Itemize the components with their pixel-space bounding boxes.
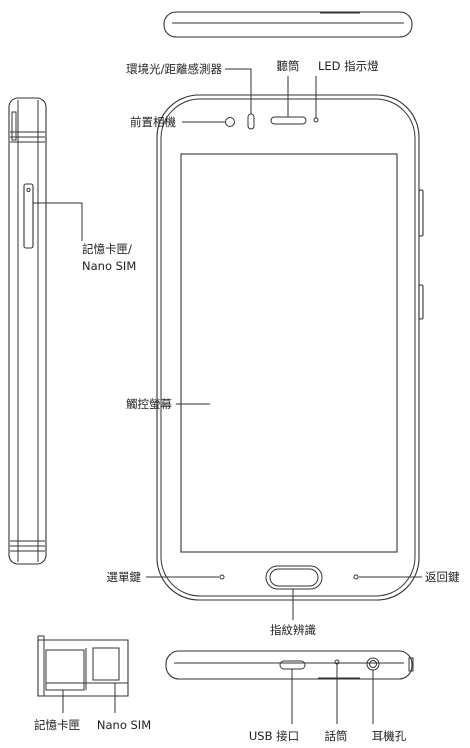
menu-key-dot [219, 574, 225, 580]
card-tray-detail [37, 635, 129, 697]
label-menu-key: 選單鍵 [107, 570, 142, 584]
label-tray-memory-card: 記憶卡匣 [34, 718, 80, 732]
label-tray-nano-sim: Nano SIM [97, 718, 151, 732]
front-camera-lens [225, 117, 235, 127]
label-earpiece: 聽筒 [277, 59, 300, 73]
label-card-tray-line2: Nano SIM [82, 259, 136, 273]
phone-bottom-edge-view [165, 650, 414, 680]
label-touch-screen: 觸控螢幕 [126, 397, 172, 411]
fingerprint-sensor [265, 565, 323, 590]
touch-screen [180, 153, 398, 553]
label-microphone: 話筒 [325, 729, 348, 743]
leader-lines [33, 68, 422, 724]
phone-top-edge-view [163, 11, 413, 38]
label-usb-port: USB 接口 [249, 729, 299, 743]
phone-front-view [156, 94, 424, 601]
label-back-key: 返回鍵 [425, 570, 460, 584]
label-led-indicator: LED 指示燈 [318, 59, 379, 73]
label-headphone-jack: 耳機孔 [372, 729, 407, 743]
phone-left-side-view [8, 97, 47, 565]
label-card-tray-line1: 記憶卡匣/ [82, 242, 132, 256]
label-ambient-proximity-sensor: 環境光/距離感測器 [126, 62, 222, 76]
label-front-camera: 前置相機 [130, 115, 176, 129]
back-key-dot [353, 574, 359, 580]
label-fingerprint-recognition: 指紋辨識 [270, 623, 316, 637]
side-card-tray [23, 183, 34, 249]
